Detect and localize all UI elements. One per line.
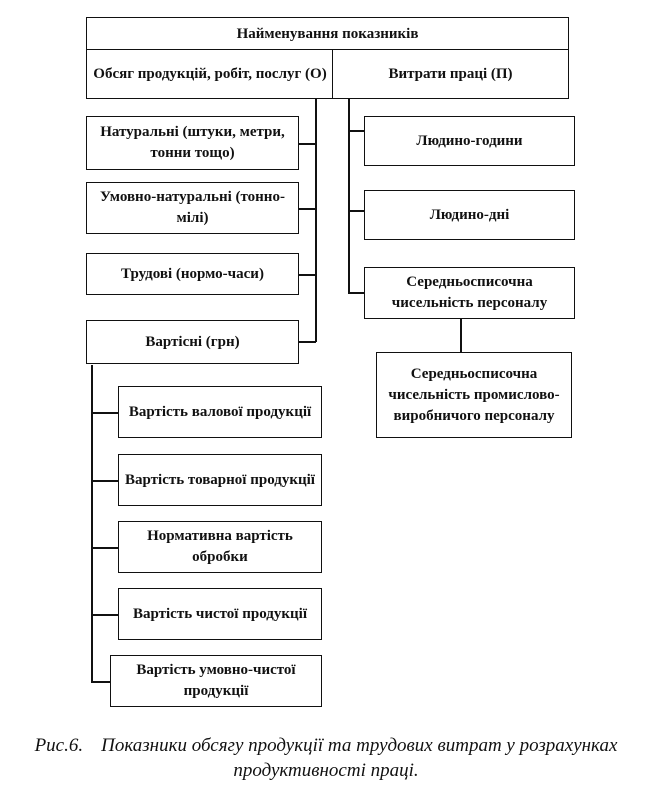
- average-staff-box: Середньосписочна чисельність персоналу: [364, 267, 575, 319]
- natural-indicators-label: Натуральні (штуки, метри, тонни тощо): [100, 124, 285, 161]
- labor-indicators-box: Трудові (нормо-часи): [86, 253, 299, 295]
- natural-indicators-box: Натуральні (штуки, метри, тонни тощо): [86, 116, 299, 170]
- average-industrial-staff-box: Середньосписочна чисельність промислово-…: [376, 352, 572, 438]
- net-output-value-label: Вартість чистої продукції: [132, 605, 307, 622]
- header-volume-box: Обсяг продукцій, робіт, послуг (О): [86, 49, 334, 99]
- connector-gross: [91, 412, 118, 414]
- average-staff-label: Середньосписочна чисельність персоналу: [391, 274, 548, 311]
- connector-avg-industrial: [460, 318, 462, 352]
- conditional-net-output-value-label: Вартість умовно-чистої продукції: [136, 662, 296, 699]
- conventional-natural-label: Умовно-натуральні (тонно-мілі): [100, 189, 285, 226]
- gross-output-value-box: Вартість валової продукції: [118, 386, 322, 438]
- value-indicators-box: Вартісні (грн): [86, 320, 299, 364]
- left-trunk-line: [315, 99, 317, 342]
- connector-conventional: [298, 208, 316, 210]
- figure-number: Рис.6.: [34, 735, 84, 756]
- commodity-output-value-label: Вартість товарної продукції: [125, 471, 315, 488]
- gross-output-value-label: Вартість валової продукції: [128, 403, 312, 420]
- value-sub-trunk-line: [91, 365, 93, 682]
- connector-normative: [91, 547, 118, 549]
- man-hours-label: Людино-години: [416, 132, 523, 149]
- connector-avg-staff: [348, 292, 364, 294]
- header-title: Найменування показників: [236, 25, 419, 42]
- normative-processing-value-box: Нормативна вартість обробки: [118, 521, 322, 573]
- connector-man-hours: [348, 130, 364, 132]
- net-output-value-box: Вартість чистої продукції: [118, 588, 322, 640]
- man-hours-box: Людино-години: [364, 116, 575, 166]
- man-days-label: Людино-дні: [429, 206, 510, 223]
- connector-conditional-net: [91, 681, 118, 683]
- header-labor-label: Витрати праці (П): [388, 65, 513, 82]
- labor-indicators-label: Трудові (нормо-часи): [121, 265, 264, 282]
- connector-commodity: [91, 480, 118, 482]
- average-industrial-staff-label: Середньосписочна чисельність промислово-…: [388, 365, 560, 424]
- connector-labor: [298, 274, 316, 276]
- conventional-natural-box: Умовно-натуральні (тонно-мілі): [86, 182, 299, 234]
- conditional-net-output-value-box: Вартість умовно-чистої продукції: [110, 655, 322, 707]
- figure-caption: Рис.6. Показники обсягу продукції та труд…: [0, 733, 652, 783]
- connector-net: [91, 614, 118, 616]
- value-indicators-label: Вартісні (грн): [145, 333, 240, 350]
- normative-processing-value-label: Нормативна вартість обробки: [147, 528, 293, 565]
- connector-natural: [298, 143, 316, 145]
- header-volume-label: Обсяг продукцій, робіт, послуг (О): [93, 65, 327, 82]
- commodity-output-value-box: Вартість товарної продукції: [118, 454, 322, 506]
- header-title-box: Найменування показників: [86, 17, 569, 51]
- connector-man-days: [348, 210, 364, 212]
- connector-value: [298, 341, 316, 343]
- figure-caption-text: Показники обсягу продукції та трудових в…: [101, 735, 618, 781]
- right-trunk-line: [348, 99, 350, 293]
- man-days-box: Людино-дні: [364, 190, 575, 240]
- header-labor-box: Витрати праці (П): [332, 49, 569, 99]
